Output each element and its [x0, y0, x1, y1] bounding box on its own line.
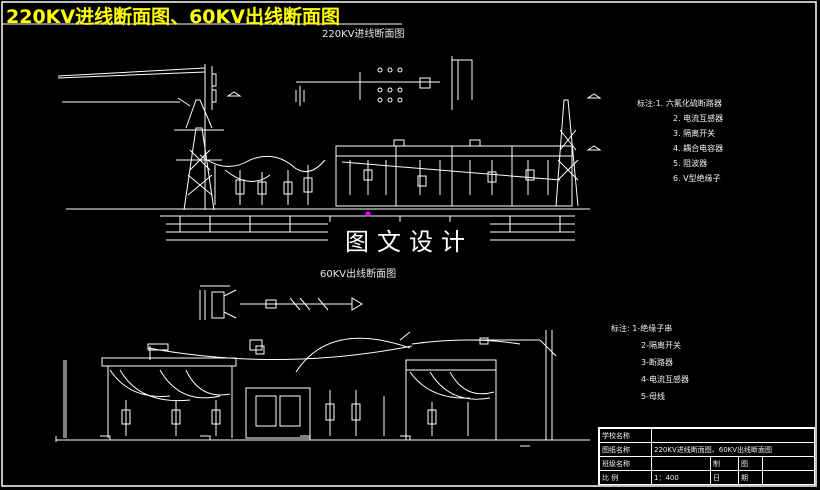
legend-item: 4. 耦合电容器 — [673, 144, 724, 153]
legend-220kv: 标注:1. 六氟化硫断路器 2. 电流互感器 3. 隔离开关 4. 耦合电容器 … — [637, 96, 723, 186]
legend-item: 6. V型绝缘子 — [673, 174, 721, 183]
legend-item: 3. 隔离开关 — [673, 129, 716, 138]
section-60kv-drawing — [55, 285, 590, 447]
drawing-main-title: 220KV进线断面图、60KV出线断面图 — [6, 6, 340, 28]
drawing-name-label: 图纸名称 — [599, 442, 652, 457]
date-label-1: 日 — [710, 470, 739, 485]
legend-item: 标注:1. 六氟化硫断路器 — [637, 99, 722, 108]
legend-item: 2. 电流互感器 — [673, 114, 724, 123]
drawing-name-value: 220KV进线断面图、60KV出线断面图 — [651, 442, 815, 457]
legend-item: 标注: 1-绝缘子串 — [611, 324, 673, 333]
legend-item: 5. 阻波器 — [673, 159, 708, 168]
drafter-label-1: 制 — [710, 456, 739, 471]
watermark-text: 图文设计 — [328, 222, 490, 262]
legend-60kv: 标注: 1-绝缘子串 2-隔离开关 3-断路器 4-电流互感器 5-母线 — [611, 320, 689, 405]
scale-value: 1：400 — [651, 470, 711, 485]
legend-item: 5-母线 — [641, 392, 665, 401]
legend-item: 2-隔离开关 — [641, 341, 681, 350]
section-60-title: 60KV出线断面图 — [320, 269, 397, 280]
legend-item: 3-断路器 — [641, 358, 673, 367]
drafter-label-2: 图 — [738, 456, 763, 471]
title-block: 学校名称 图纸名称 220KV进线断面图、60KV出线断面图 班级名称 制 图 … — [598, 427, 815, 485]
section-220kv-drawing — [57, 56, 602, 241]
magenta-marker — [365, 211, 371, 217]
date-label-2: 期 — [738, 470, 763, 485]
section-220-title: 220KV进线断面图 — [322, 29, 405, 40]
legend-item: 4-电流互感器 — [641, 375, 689, 384]
school-name-label: 学校名称 — [599, 428, 652, 443]
scale-label: 比 例 — [599, 470, 652, 485]
class-name-label: 班级名称 — [599, 456, 652, 471]
